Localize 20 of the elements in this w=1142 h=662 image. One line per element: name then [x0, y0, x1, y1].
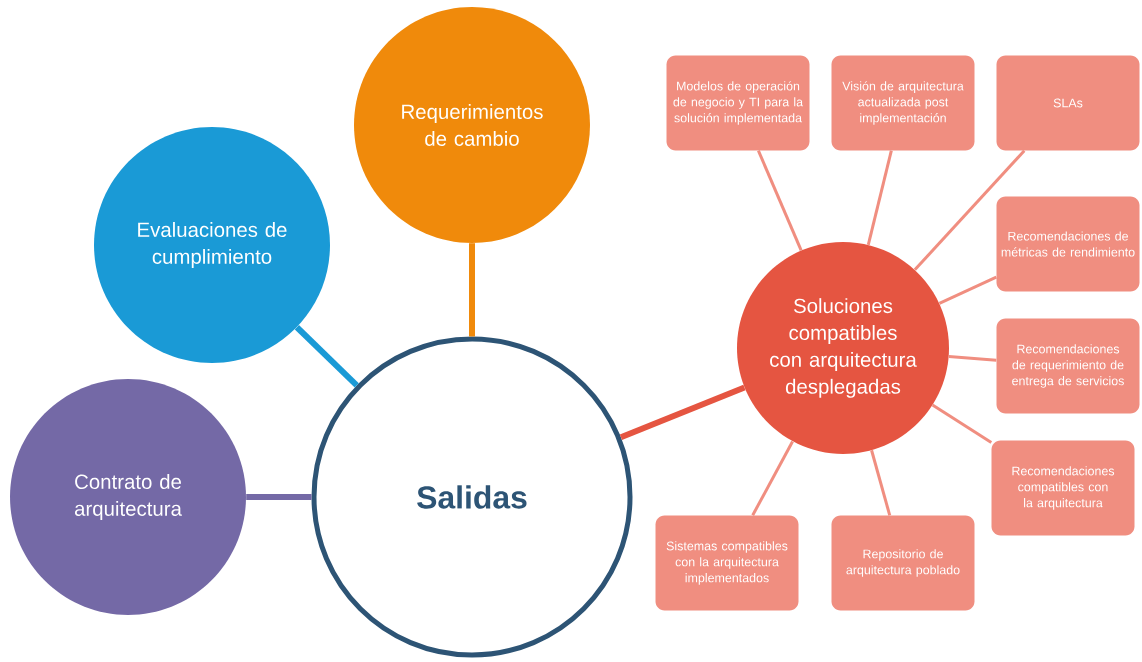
- output-box: Recomendaciones de requerimiento de entrega de servicios: [996, 318, 1140, 414]
- output-box: Repositorio de arquitectura poblado: [831, 515, 975, 611]
- connector-line: [619, 384, 746, 440]
- connector-line: [913, 149, 1026, 271]
- connector-line: [246, 494, 312, 500]
- output-box: Recomendaciones compatibles con la arquitectura: [991, 440, 1135, 536]
- connector-line: [751, 440, 794, 516]
- output-box: Recomendaciones de métricas de rendimiento: [996, 196, 1140, 292]
- connector-line: [294, 325, 359, 388]
- connector-line: [938, 275, 997, 305]
- output-box: SLAs: [996, 55, 1140, 151]
- connector-line: [948, 354, 997, 362]
- connector-line: [870, 449, 892, 516]
- connector-line: [931, 403, 993, 444]
- output-box: Sistemas compatibles con la arquitectura implementados: [655, 515, 799, 611]
- connector-line: [757, 150, 803, 251]
- output-box: Modelos de operación de negocio y TI para la solución implementada: [666, 55, 810, 151]
- connector-line: [866, 150, 893, 246]
- connector-line: [469, 243, 475, 337]
- output-box: Visión de arquitectura actualizada post implementación: [831, 55, 975, 151]
